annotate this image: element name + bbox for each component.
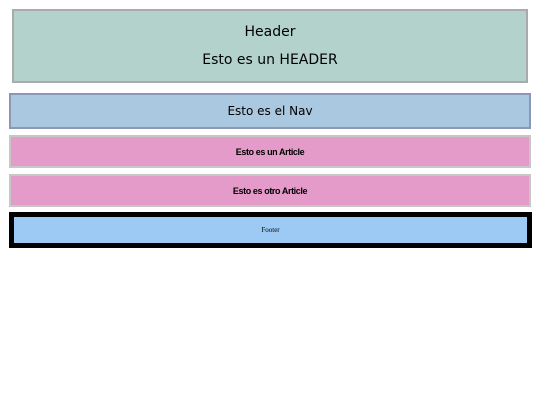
footer-text: Footer: [261, 226, 280, 234]
article-text: Esto es un Article: [235, 146, 305, 157]
article-secondary: Esto es otro Article: [9, 174, 531, 207]
article-primary: Esto es un Article: [9, 135, 531, 168]
nav-text: Esto es el Nav: [227, 104, 313, 118]
header-subtitle: Esto es un HEADER: [202, 52, 338, 68]
page-header: Header Esto es un HEADER: [12, 9, 528, 83]
page-footer: Footer: [9, 212, 532, 248]
header-title: Header: [244, 24, 296, 40]
article-text: Esto es otro Article: [232, 185, 308, 196]
nav-bar: Esto es el Nav: [9, 93, 531, 129]
